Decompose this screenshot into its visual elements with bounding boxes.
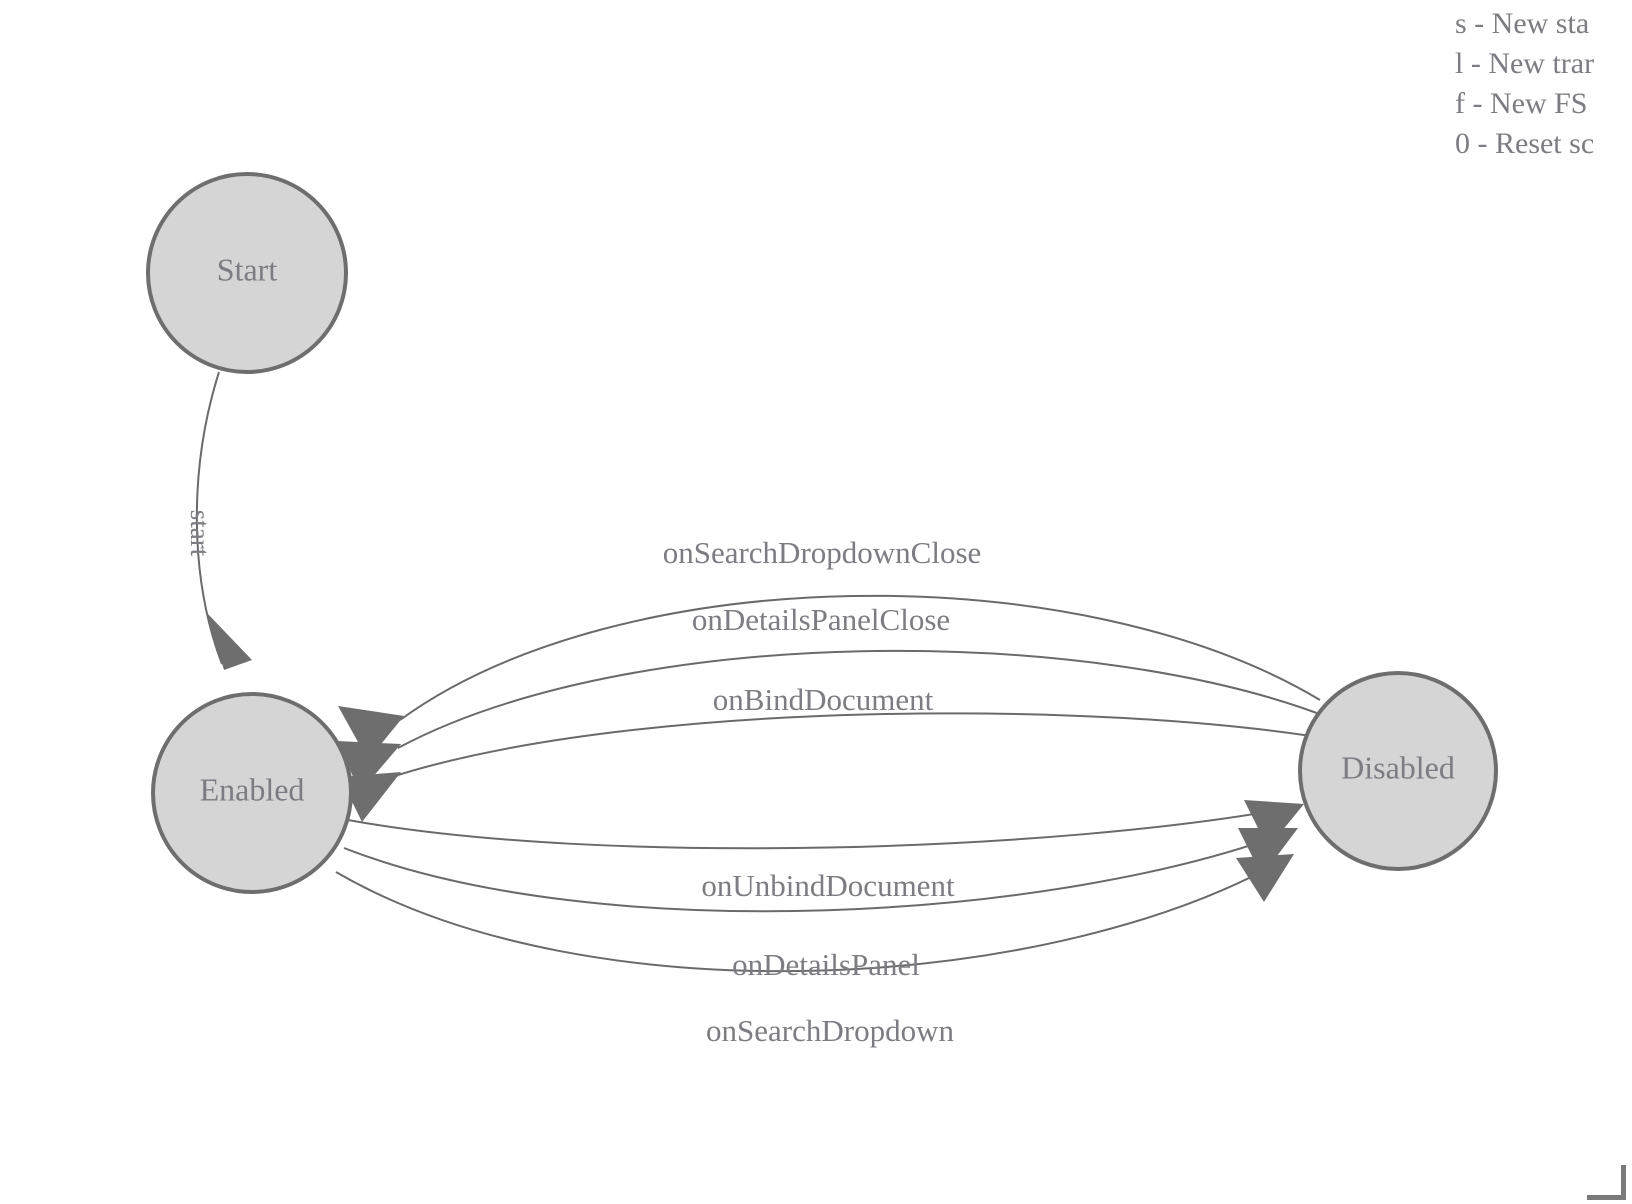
edge-label-start: start [185,510,215,557]
edge-on-bind-document[interactable] [340,712,1337,822]
node-label-start: Start [217,251,278,287]
arrowhead-icon [337,741,401,792]
edge-label-on-unbind-document: onUnbindDocument [701,868,955,903]
arrowhead-icon [340,772,401,822]
node-enabled[interactable]: Enabled [151,692,353,894]
node-start[interactable]: Start [146,172,348,374]
edge-label-on-details-panel: onDetailsPanel [732,947,920,982]
arrowhead-icon [338,706,404,760]
edge-path [399,594,1321,721]
node-disabled[interactable]: Disabled [1298,671,1498,871]
edge-on-unbind-document[interactable] [347,800,1304,850]
node-circle [151,692,353,894]
edge-path [343,829,1295,913]
edge-label-on-bind-document: onBindDocument [713,682,934,717]
edge-label-on-search-dropdown: onSearchDropdown [706,1013,954,1048]
arrowhead-icon [206,612,252,670]
arrowhead-icon [1236,854,1294,902]
help-line-new-fsm: f - New FS [1455,87,1588,120]
edge-on-search-dropdown-close[interactable] [338,594,1321,760]
help-line-new-state: s - New sta [1455,7,1590,40]
resize-handle[interactable] [1587,1165,1626,1200]
edge-label-on-details-panel-close: onDetailsPanelClose [692,602,950,637]
help-line-reset: 0 - Reset sc [1455,127,1595,160]
node-circle [146,172,348,374]
edge-path [347,805,1301,850]
edge-path [195,371,223,665]
edge-on-details-panel-close[interactable] [337,649,1331,792]
edge-label-on-search-dropdown-close: onSearchDropdownClose [663,535,982,570]
node-label-enabled: Enabled [200,771,305,807]
edge-on-search-dropdown[interactable] [335,854,1294,973]
keyboard-shortcuts-help: s - New sta l - New trar f - New FS 0 - … [1427,0,1632,164]
help-line-new-transition: l - New trar [1455,47,1595,80]
node-circle [1298,671,1498,871]
node-label-disabled: Disabled [1341,749,1455,785]
edge-start[interactable] [195,371,252,670]
edge-on-details-panel[interactable] [343,828,1298,913]
edge-path [335,855,1291,973]
edge-path [397,649,1331,749]
edge-path [397,712,1337,776]
arrowhead-icon [1238,828,1298,876]
arrowhead-icon [1244,800,1304,848]
